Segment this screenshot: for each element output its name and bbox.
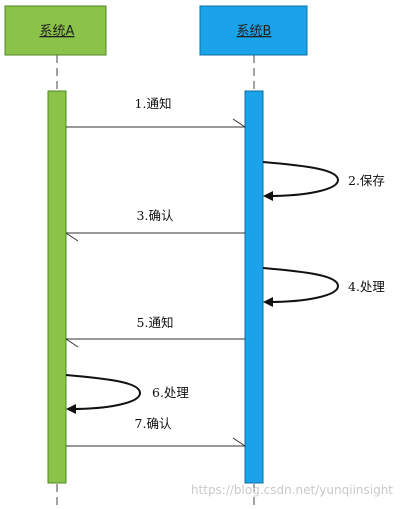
message-3-label: 3.确认 [137,208,174,223]
message-4-loop [262,267,340,303]
message-2-loop [262,161,340,197]
message-7-label: 7.确认 [135,416,172,431]
message-6-arrowhead [66,404,76,414]
participant-a-box [4,5,107,56]
message-2-arrowhead [263,191,273,201]
participant-b-box [199,5,308,56]
message-4: 4.处理 [262,267,385,307]
message-5: 5.通知 [65,315,245,348]
message-5-arrowhead [65,338,79,348]
message-6: 6.处理 [65,374,189,414]
message-3-arrowhead [65,232,79,242]
activation-bar-b [244,90,264,484]
message-4-label: 4.处理 [348,279,385,294]
message-4-arrowhead [263,297,273,307]
participant-b: 系统B [199,5,308,56]
message-6-label: 6.处理 [152,385,189,400]
message-1-arrowhead [232,118,246,128]
message-2-label: 2.保存 [348,173,385,188]
participant-a: 系统A [4,5,107,56]
message-7: 7.确认 [66,416,246,447]
participant-a-label: 系统A [40,24,75,39]
activation-bar-a [47,90,67,484]
message-3: 3.确认 [65,208,245,242]
message-6-loop [65,374,142,410]
message-1: 1.通知 [66,96,246,128]
participant-b-label: 系统B [237,24,272,39]
message-2: 2.保存 [262,161,385,201]
watermark-text: https://blog.csdn.net/yunqiinsight [191,483,393,497]
message-7-arrowhead [232,437,246,447]
message-1-label: 1.通知 [135,96,172,111]
message-5-label: 5.通知 [137,315,174,330]
